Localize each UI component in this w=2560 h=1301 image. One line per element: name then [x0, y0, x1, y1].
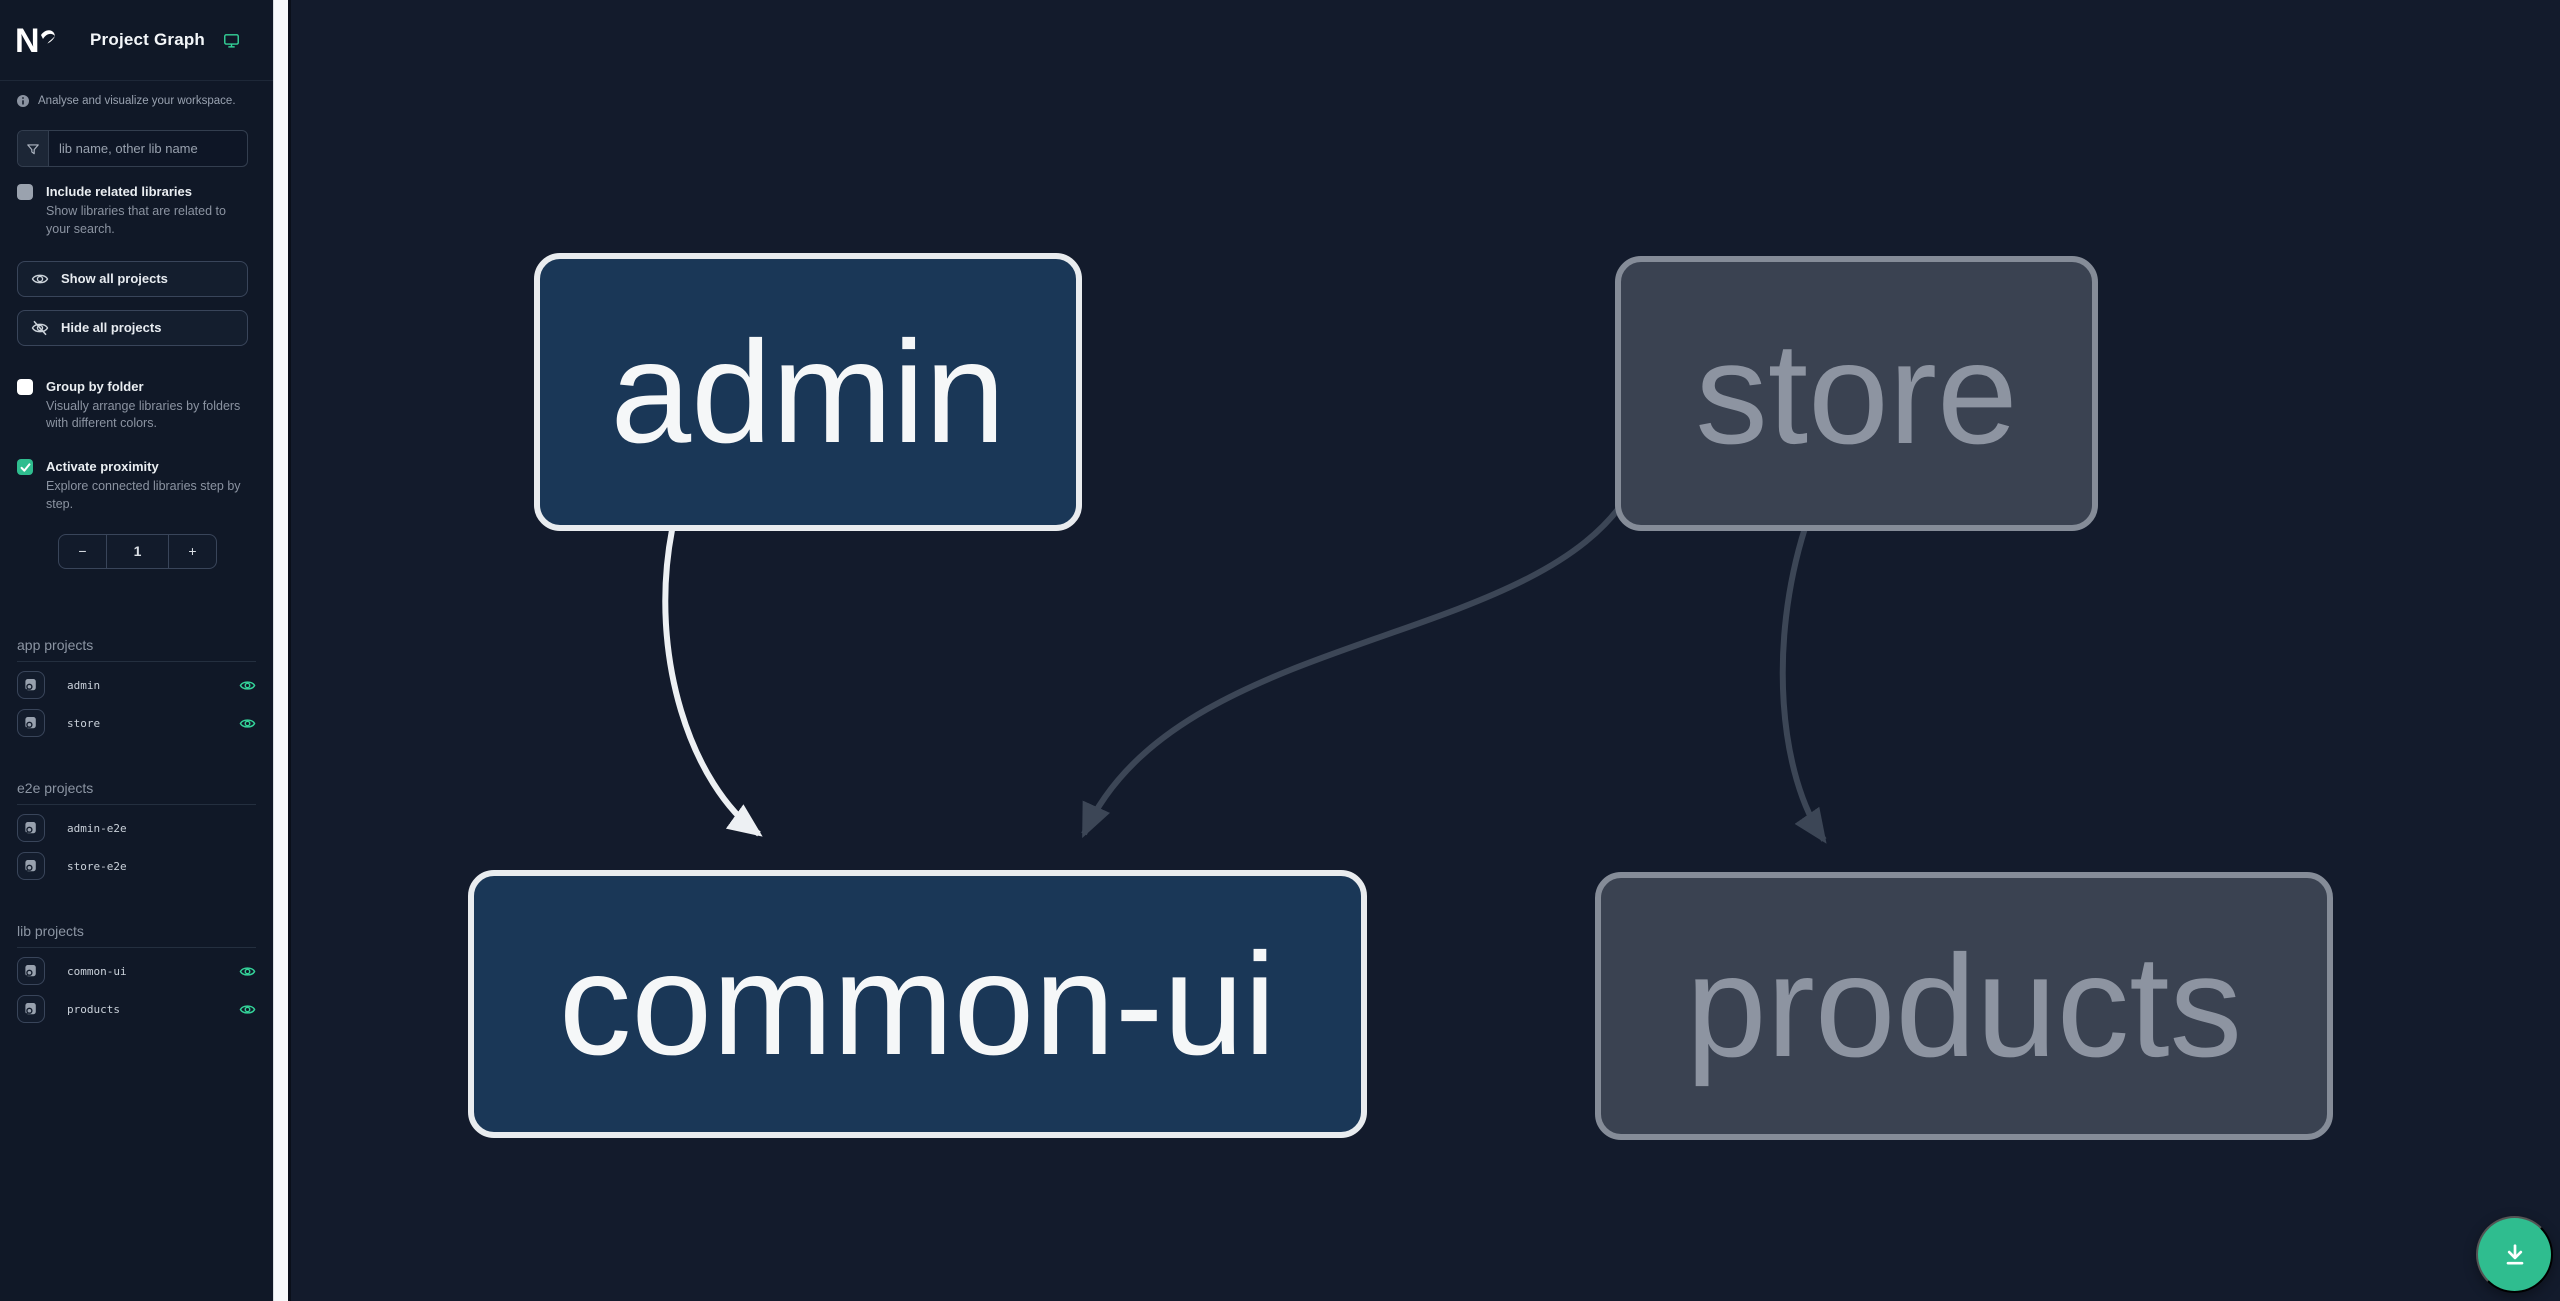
activate-proximity-checkbox[interactable]: [17, 459, 33, 475]
section-lib-projects: lib projects common-ui: [17, 923, 256, 1024]
project-row-admin: admin: [17, 671, 256, 700]
hide-all-projects-label: Hide all projects: [61, 320, 162, 335]
graph-canvas[interactable]: admin store common-ui products: [288, 0, 2560, 1301]
graph-node-admin[interactable]: admin: [534, 253, 1082, 531]
svg-text:N: N: [17, 23, 40, 57]
activate-proximity-label: Activate proximity: [46, 459, 159, 474]
focus-icon: [25, 860, 36, 872]
project-name[interactable]: store: [67, 716, 101, 730]
include-related-label: Include related libraries: [46, 184, 192, 199]
option-group-by-folder: Group by folder Visually arrange librari…: [17, 378, 256, 434]
group-by-folder-checkbox[interactable]: [17, 378, 33, 395]
focus-icon: [25, 679, 36, 691]
section-title-app-projects: app projects: [17, 637, 256, 662]
graph-node-store[interactable]: store: [1615, 256, 2098, 531]
edge-store-to-common-ui: [1081, 493, 1631, 839]
option-include-related: Include related libraries Show libraries…: [17, 184, 256, 239]
proximity-decrement-button[interactable]: −: [78, 543, 87, 559]
focus-project-button[interactable]: [17, 957, 45, 985]
group-by-folder-label: Group by folder: [46, 378, 144, 394]
focus-icon: [25, 822, 36, 834]
visibility-eye-icon[interactable]: [239, 963, 256, 980]
section-title-lib-projects: lib projects: [17, 923, 256, 948]
show-all-projects-label: Show all projects: [61, 271, 168, 286]
project-name[interactable]: admin-e2e: [67, 821, 127, 835]
workspace-tagline-row: Analyse and visualize your workspace.: [0, 81, 273, 107]
edge-store-to-products: [1779, 527, 1827, 844]
project-row-store-e2e: store-e2e: [17, 852, 256, 881]
focus-project-button[interactable]: [17, 709, 45, 737]
show-all-projects-button[interactable]: Show all projects: [17, 260, 248, 297]
focus-project-button[interactable]: [17, 814, 45, 842]
focus-project-button[interactable]: [17, 852, 45, 880]
project-row-common-ui: common-ui: [17, 957, 256, 986]
focus-icon: [25, 965, 36, 977]
graph-node-common-ui[interactable]: common-ui: [468, 870, 1367, 1138]
download-graph-button[interactable]: [2476, 1216, 2553, 1293]
search-input[interactable]: [49, 131, 247, 166]
eye-off-icon: [31, 320, 49, 335]
visibility-eye-icon[interactable]: [239, 677, 256, 694]
section-title-e2e-projects: e2e projects: [17, 780, 256, 805]
eye-icon: [31, 274, 49, 283]
filter-funnel-icon: [18, 131, 49, 166]
project-row-store: store: [17, 709, 256, 738]
sidebar-scrollbar-gutter[interactable]: [273, 0, 288, 1301]
info-icon: [17, 95, 29, 107]
project-name[interactable]: store-e2e: [67, 859, 127, 873]
include-related-checkbox[interactable]: [17, 184, 33, 200]
section-e2e-projects: e2e projects admin-e2e store-e2e: [17, 780, 256, 881]
include-related-description: Show libraries that are related to your …: [46, 204, 226, 236]
workspace-tagline: Analyse and visualize your workspace.: [38, 95, 236, 107]
sidebar: N Project Graph Analyse and visualize yo…: [0, 0, 273, 1301]
search-box: [17, 130, 248, 167]
graph-node-products[interactable]: products: [1595, 872, 2333, 1140]
project-name[interactable]: products: [67, 1002, 120, 1016]
dependency-edges: [662, 493, 1827, 844]
proximity-depth-value: 1: [106, 534, 169, 568]
project-name[interactable]: admin: [67, 678, 101, 692]
focus-project-button[interactable]: [17, 995, 45, 1023]
app-title: Project Graph: [90, 30, 206, 49]
focus-icon: [25, 1003, 36, 1015]
proximity-depth-stepper: − 1 +: [58, 533, 217, 569]
project-name[interactable]: common-ui: [67, 964, 127, 978]
section-app-projects: app projects admin: [17, 637, 256, 738]
checkmark-icon: [20, 462, 30, 472]
proximity-increment-button[interactable]: +: [188, 543, 197, 559]
focus-icon: [25, 717, 36, 729]
nx-logo-icon: N: [17, 23, 55, 57]
visibility-eye-icon[interactable]: [239, 1001, 256, 1018]
activate-proximity-description: Explore connected libraries step by step…: [46, 479, 241, 511]
sidebar-header: N Project Graph: [0, 0, 273, 81]
option-activate-proximity: Activate proximity Explore connected lib…: [17, 459, 256, 514]
visibility-eye-icon[interactable]: [239, 715, 256, 732]
project-row-products: products: [17, 995, 256, 1024]
download-icon: [2506, 1243, 2523, 1265]
project-row-admin-e2e: admin-e2e: [17, 814, 256, 843]
edge-admin-to-common-ui: [662, 529, 763, 837]
focus-project-button[interactable]: [17, 671, 45, 699]
hide-all-projects-button[interactable]: Hide all projects: [17, 309, 248, 346]
monitor-icon[interactable]: [223, 32, 240, 49]
group-by-folder-description: Visually arrange libraries by folders wi…: [46, 398, 241, 431]
